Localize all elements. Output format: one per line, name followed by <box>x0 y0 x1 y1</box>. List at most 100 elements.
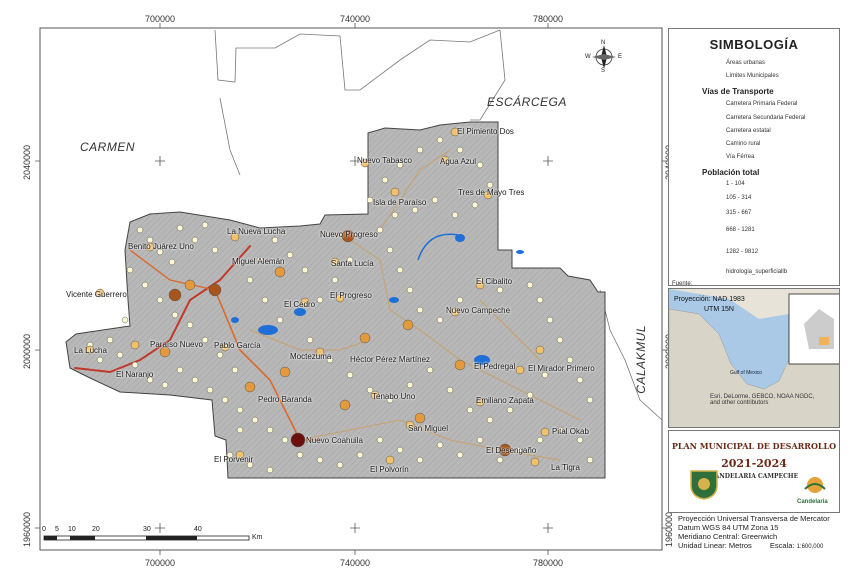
municipal-boundaries <box>214 29 663 421</box>
scale-tick: 0 <box>42 526 46 533</box>
legend-hidrologia: hidrologia_superficiallb <box>726 269 788 275</box>
water-bodies <box>231 233 524 365</box>
legend-poblacion-title: Población total <box>702 168 760 177</box>
place-label: Miguel Alemán <box>232 257 285 266</box>
info-escala-label: Escala: <box>769 541 795 550</box>
legend-vias-title: Vías de Transporte <box>702 87 774 96</box>
inset-map-svg <box>669 289 839 427</box>
legend-class-4: 668 - 1281 <box>726 227 755 233</box>
place-label: Nuevo Progreso <box>320 230 378 239</box>
legend-fuente: Fuente: <box>672 281 693 287</box>
scale-tick: 20 <box>92 526 100 533</box>
place-label: Héctor Pérez Martínez <box>350 355 431 364</box>
muni-carmen: CARMEN <box>80 140 136 154</box>
legend-limites: Límites Municipales <box>726 73 779 79</box>
scale-tick: 5 <box>55 526 59 533</box>
rural-road-5 <box>479 299 541 361</box>
place-label: Tres de Mayo Tres <box>458 188 525 197</box>
info-unidad: Unidad Linear: Metros <box>678 541 752 550</box>
place-label: La Tigra <box>551 463 580 472</box>
place-label: Benito Juárez Uno <box>128 242 194 251</box>
place-label: Tenabo Uno <box>372 392 416 401</box>
inset-credits: Esri, DeLorme, GEBCO, NOAA NGDC, and oth… <box>710 394 815 406</box>
coord-bottom-3: 780000 <box>533 558 564 568</box>
info-line-1: Proyección Universal Transversa de Merca… <box>678 514 830 523</box>
place-label: El Polvorín <box>370 465 409 474</box>
legend-panel: SIMBOLOGÍA <box>668 28 840 286</box>
place-label: Nuevo Coahuila <box>306 436 363 445</box>
state-road-2 <box>129 249 216 291</box>
compass-s: S <box>601 68 606 74</box>
place-label: El Desengaño <box>486 446 537 455</box>
info-line-4: Unidad Linear: Metros Escala: 1:600,000 <box>678 541 840 552</box>
place-label: Pital Okab <box>552 427 589 436</box>
place-label: El Pimiento Dos <box>457 127 514 136</box>
info-line-2: Datum WGS 84 UTM Zona 15 <box>678 523 779 532</box>
legend-camino-rural: Camino rural <box>726 141 761 147</box>
coord-bottom-2: 740000 <box>340 558 371 568</box>
place-label: Agua Azul <box>440 157 477 166</box>
place-label: El Mirador Primero <box>528 364 595 373</box>
rural-road-1 <box>329 231 581 421</box>
compass-e: E <box>618 54 623 60</box>
place-label: Moctezuma <box>290 352 332 361</box>
state-road <box>214 289 321 441</box>
place-label: El Progreso <box>330 291 372 300</box>
place-label: San Miguel <box>408 424 449 433</box>
scale-tick: 10 <box>68 526 76 533</box>
legend-class-5: 1282 - 9812 <box>726 249 759 255</box>
roads <box>74 149 581 461</box>
coord-left-3: 1960000 <box>22 512 32 548</box>
coord-left-1: 2040000 <box>22 145 32 181</box>
place-label: La Lucha <box>74 346 107 355</box>
coord-top-3: 780000 <box>533 14 564 24</box>
coord-top-2: 740000 <box>340 14 371 24</box>
place-label: Pedro Baranda <box>258 395 312 404</box>
place-label: El Naranjo <box>116 370 154 379</box>
plan-title: PLAN MUNICIPAL DE DESARROLLO <box>671 441 837 451</box>
population-points <box>85 127 594 474</box>
place-label: Isla de Paraíso <box>373 198 427 207</box>
plan-location: CANDELARIA CAMPECHE <box>709 473 799 480</box>
projection-info: Proyección Universal Transversa de Merca… <box>668 514 840 560</box>
place-label: El Cedro <box>284 300 316 309</box>
place-label: Santa Lucía <box>331 259 374 268</box>
legend-class-2: 105 - 314 <box>726 195 752 201</box>
place-label: Pablo García <box>214 341 261 350</box>
rural-road-3 <box>379 149 451 231</box>
plan-years: 2021-2024 <box>721 457 787 470</box>
place-label: Paraíso Nuevo <box>150 340 203 349</box>
secondary-road <box>74 245 251 374</box>
legend-areas-urbanas: Áreas urbanas <box>726 60 766 66</box>
place-label: Nuevo Campeche <box>446 306 511 315</box>
scale-tick: 30 <box>143 526 151 533</box>
north-arrow-icon <box>592 45 616 69</box>
scale-tick: 40 <box>194 526 202 533</box>
legend-carretera-estatal: Carretera estatal <box>726 128 771 134</box>
inset-map <box>668 288 840 428</box>
legend-carretera-secundaria: Carretera Secundaria Federal <box>726 115 806 121</box>
place-label: La Nueva Lucha <box>227 227 286 236</box>
muni-escarcega: ESCÁRCEGA <box>487 95 567 109</box>
muni-calakmul: CALAKMUL <box>634 325 648 394</box>
info-line-3: Meridiano Central: Greenwich <box>678 532 778 541</box>
place-label: El Cibalito <box>476 277 513 286</box>
legend-class-3: 315 - 667 <box>726 210 752 216</box>
plan-box: PLAN MUNICIPAL DE DESARROLLO 2021-2024 C… <box>668 430 840 513</box>
coord-top-1: 700000 <box>145 14 176 24</box>
inset-utm: UTM 15N <box>704 306 734 313</box>
place-label: El Pedregal <box>474 362 516 371</box>
inset-gulf: Gulf of Mexico <box>730 370 762 376</box>
inset-proyeccion: Proyección: NAD 1983 <box>674 296 745 303</box>
compass-n: N <box>601 40 606 46</box>
shield-icon <box>690 470 718 500</box>
graticule <box>35 23 667 555</box>
legend-carretera-primaria: Carretera Primaria Federal <box>726 101 798 107</box>
plan-brand: Candelaria <box>797 499 828 505</box>
place-label: El Porvenir <box>214 455 254 464</box>
legend-class-1: 1 - 104 <box>726 181 745 187</box>
place-label: Emiliano Zapata <box>476 396 534 405</box>
place-label: Nuevo Tabasco <box>357 156 412 165</box>
coord-bottom-1: 700000 <box>145 558 176 568</box>
